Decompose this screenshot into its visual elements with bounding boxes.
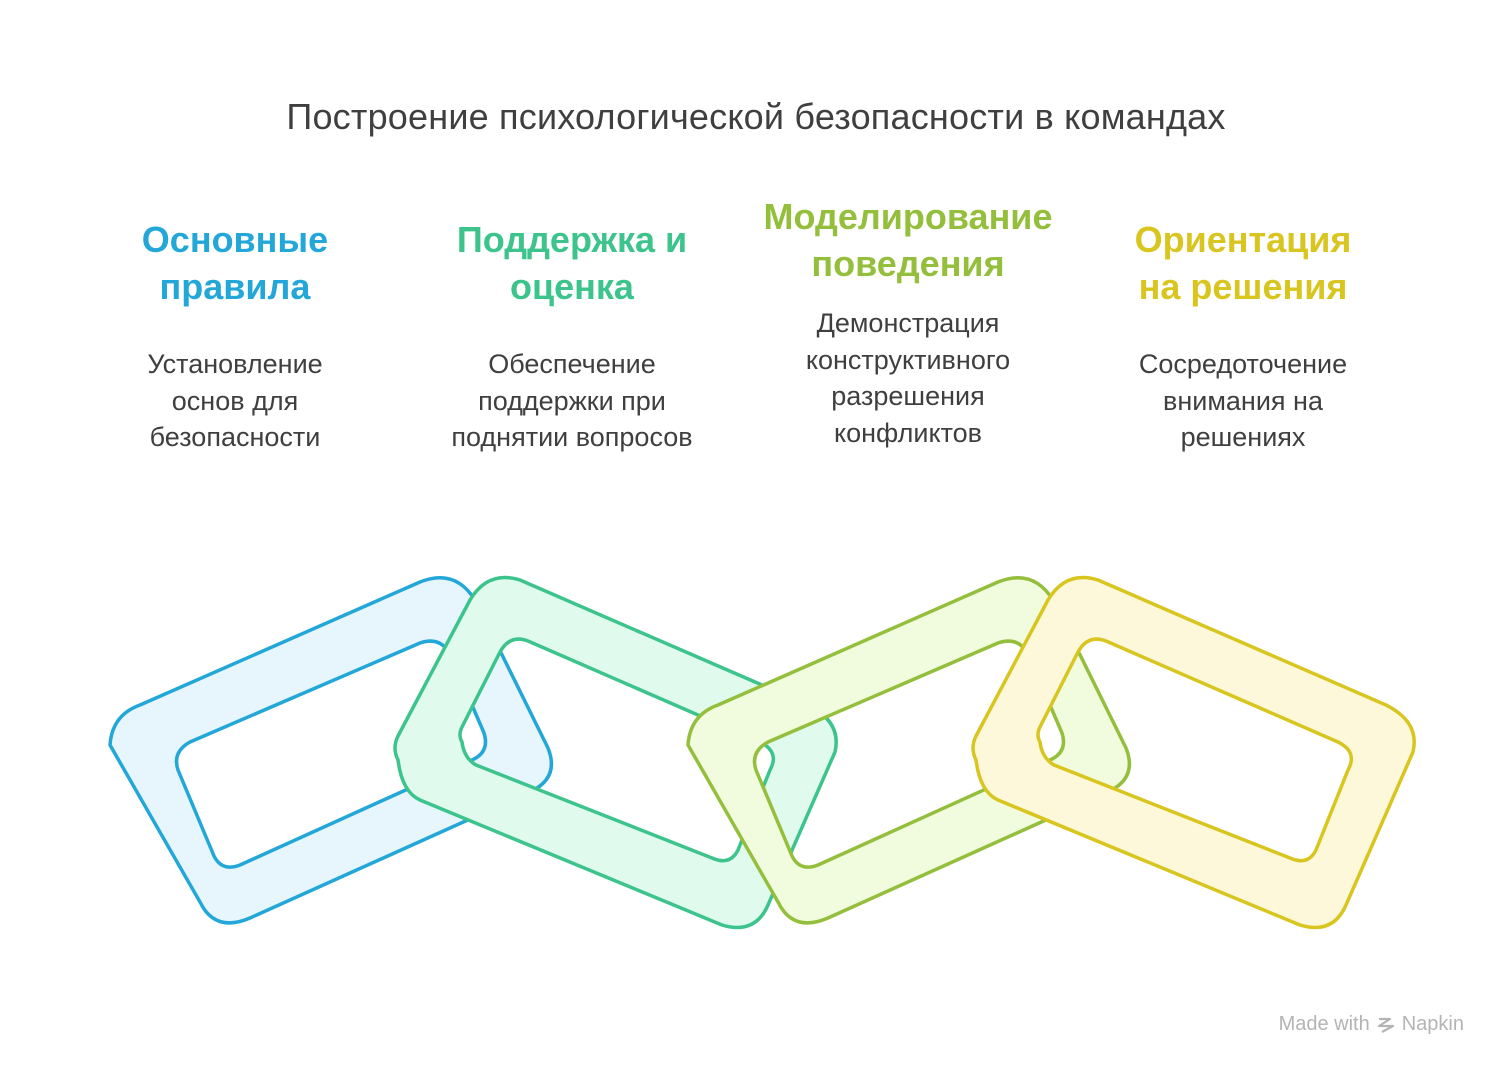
chain-link-1 [108,576,554,925]
chain-link-shape [108,576,554,925]
chain-link-3 [686,576,1132,925]
column-heading: Моделирование поведения [763,196,1053,284]
chain-link-2 [393,575,838,930]
column-ground-rules: Основные правила Установление основ для … [70,216,400,456]
made-with-napkin: Made with Napkin [1278,1013,1464,1035]
chain-link-shape [393,575,838,930]
column-modeling: Моделирование поведения Демонстрация кон… [743,193,1073,451]
chain-link-shape [971,575,1416,930]
column-solutions: Ориентация на решения Сосредоточение вни… [1078,216,1408,456]
column-description: Обеспечение поддержки при поднятии вопро… [451,349,693,452]
chain-link-4 [971,575,1416,930]
column-description: Демонстрация конструктивного разрешения … [805,308,1011,448]
column-heading: Основные правила [141,219,329,307]
column-description: Установление основ для безопасности [147,349,323,452]
chain-link-shape [686,576,1132,925]
napkin-icon [1377,1017,1394,1033]
column-description: Сосредоточение внимания на решениях [1138,349,1348,452]
column-heading: Поддержка и оценка [456,219,688,307]
column-heading: Ориентация на решения [1134,219,1352,307]
page-title: Построение психологической безопасности … [286,96,1226,137]
column-support: Поддержка и оценка Обеспечение поддержки… [407,216,737,456]
